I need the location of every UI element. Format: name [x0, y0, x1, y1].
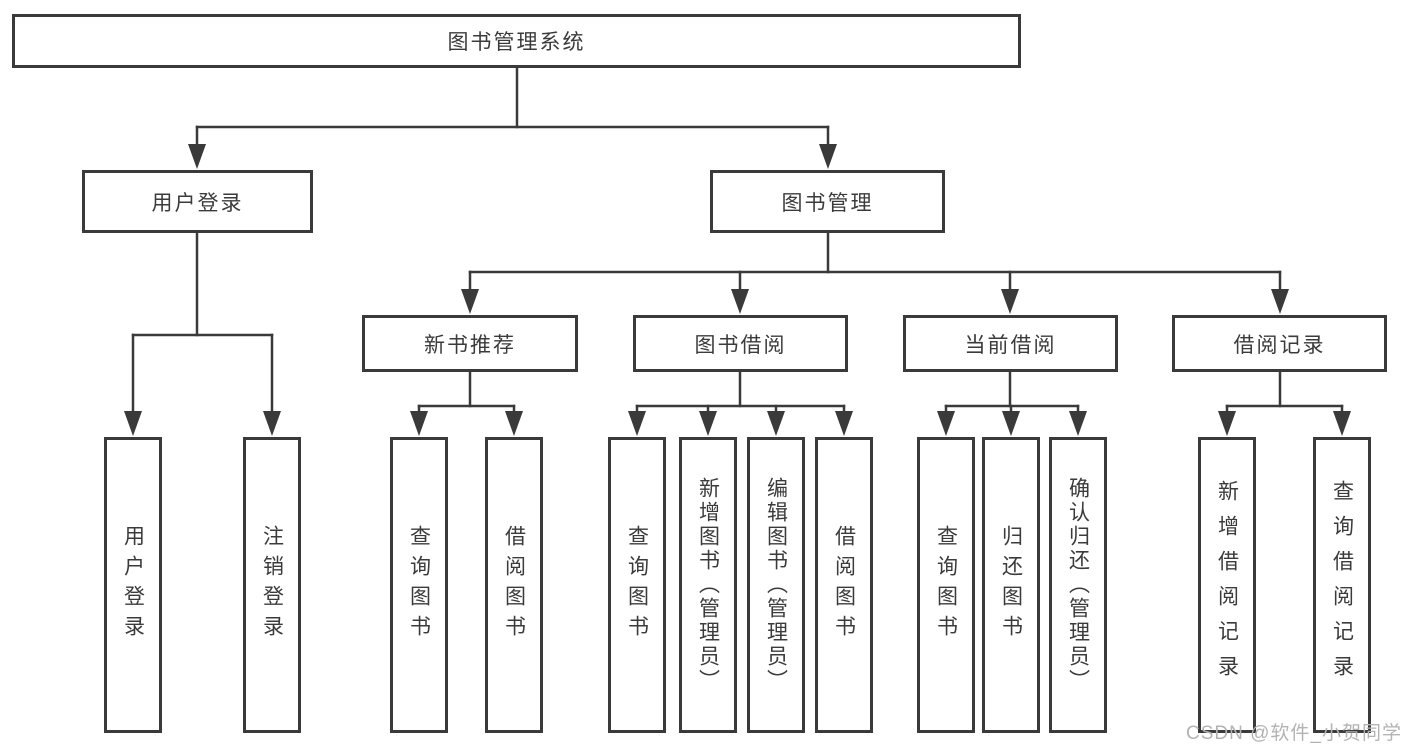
node-leaf-records-add: 新增借阅记录	[1198, 437, 1256, 733]
node-label: 编辑图书（管理员）	[764, 477, 788, 693]
node-label: 借阅记录	[1233, 333, 1326, 357]
node-label: 注销登录	[260, 525, 284, 645]
node-user-login-branch: 用户登录	[82, 170, 313, 233]
node-leaf-user-login: 用户登录	[104, 437, 162, 733]
node-leaf-borrow-add: 新增图书（管理员）	[679, 437, 737, 733]
watermark-text: CSDN @软件_小贺同学	[1186, 723, 1402, 744]
node-leaf-logout: 注销登录	[243, 437, 301, 733]
node-label: 借阅图书	[832, 525, 856, 645]
arrowheads	[124, 144, 1351, 436]
node-leaf-current-query: 查询图书	[917, 437, 975, 733]
node-label: 用户登录	[121, 525, 145, 645]
node-label: 归还图书	[999, 525, 1023, 645]
node-current-borrow: 当前借阅	[903, 315, 1118, 372]
node-leaf-borrow-edit: 编辑图书（管理员）	[747, 437, 805, 733]
node-label: 当前借阅	[964, 333, 1057, 357]
node-leaf-records-query: 查询借阅记录	[1313, 437, 1371, 733]
node-label: 查询图书	[934, 525, 958, 645]
node-label: 确认归还（管理员）	[1066, 477, 1090, 693]
node-leaf-newbooks-query: 查询图书	[390, 437, 448, 733]
node-leaf-borrow-query: 查询图书	[608, 437, 666, 733]
node-leaf-borrow-borrow: 借阅图书	[815, 437, 873, 733]
node-label: 新增借阅记录	[1215, 480, 1239, 690]
node-label: 借阅图书	[502, 525, 526, 645]
node-label: 查询图书	[625, 525, 649, 645]
node-label: 查询图书	[407, 525, 431, 645]
node-label: 新书推荐	[424, 333, 516, 357]
node-label: 图书借阅	[694, 333, 787, 357]
node-label: 图书管理	[781, 191, 874, 215]
node-book-borrow: 图书借阅	[633, 315, 848, 372]
node-leaf-current-return: 归还图书	[982, 437, 1040, 733]
node-label: 图书管理系统	[447, 31, 586, 54]
node-leaf-newbooks-borrow: 借阅图书	[485, 437, 543, 733]
node-label: 新增图书（管理员）	[696, 477, 720, 693]
node-borrow-records: 借阅记录	[1172, 315, 1387, 372]
node-label: 用户登录	[151, 191, 244, 215]
node-book-mgmt-branch: 图书管理	[710, 170, 945, 233]
node-new-books: 新书推荐	[362, 315, 578, 372]
node-root: 图书管理系统	[12, 14, 1021, 68]
node-label: 查询借阅记录	[1330, 480, 1354, 690]
node-leaf-current-confirm: 确认归还（管理员）	[1049, 437, 1107, 733]
